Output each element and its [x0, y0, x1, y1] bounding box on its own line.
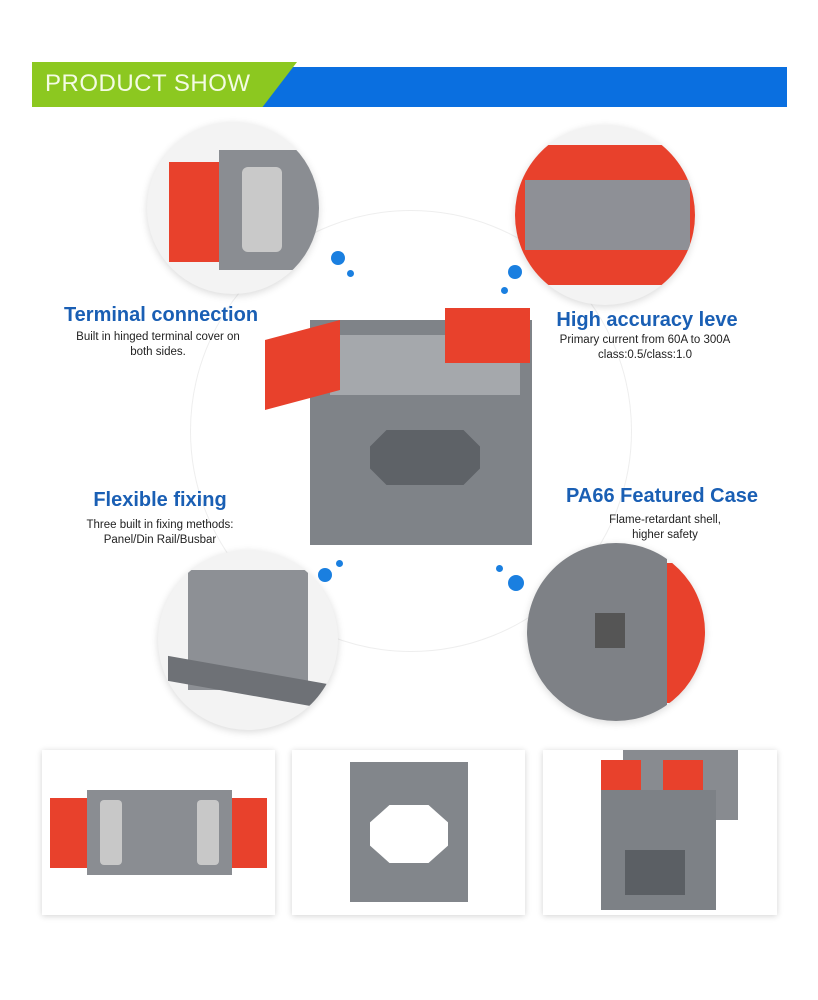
- page-title: PRODUCT SHOW: [45, 70, 251, 97]
- label-detail-image: [515, 125, 695, 305]
- front-view-image: [292, 750, 525, 915]
- decor-dot: [336, 560, 343, 567]
- decor-dot: [508, 265, 522, 279]
- feature-desc-fixing-2: Panel/Din Rail/Busbar: [103, 534, 217, 546]
- decor-dot: [496, 565, 503, 572]
- terminal-detail-image: [147, 122, 319, 294]
- feature-desc-terminal-2: both sides.: [130, 346, 186, 358]
- case-detail-image: [527, 543, 705, 721]
- feature-desc-terminal-1: Built in hinged terminal cover on: [76, 331, 240, 343]
- current-transformer-image: [265, 300, 532, 545]
- central-ring: [190, 210, 632, 652]
- feature-desc-accuracy-2: class:0.5/class:1.0: [598, 349, 692, 361]
- feature-title-case: PA66 Featured Case: [566, 485, 758, 507]
- fixing-detail-image: [158, 550, 338, 730]
- feature-title-fixing: Flexible fixing: [93, 489, 227, 511]
- feature-desc-case-2: higher safety: [632, 529, 698, 541]
- decor-dot: [508, 575, 524, 591]
- feature-desc-accuracy-1: Primary current from 60A to 300A: [559, 334, 731, 346]
- stacked-view-image: [543, 750, 777, 915]
- decor-dot: [347, 270, 354, 277]
- top-view-image: [42, 750, 275, 915]
- decor-dot: [318, 568, 332, 582]
- feature-title-accuracy: High accuracy leve: [556, 309, 738, 331]
- feature-desc-case-1: Flame-retardant shell,: [609, 514, 721, 526]
- decor-dot: [331, 251, 345, 265]
- header-green-tab: [32, 62, 297, 107]
- feature-desc-fixing-1: Three built in fixing methods:: [86, 519, 234, 531]
- decor-dot: [501, 287, 508, 294]
- feature-title-terminal: Terminal connection: [63, 304, 259, 326]
